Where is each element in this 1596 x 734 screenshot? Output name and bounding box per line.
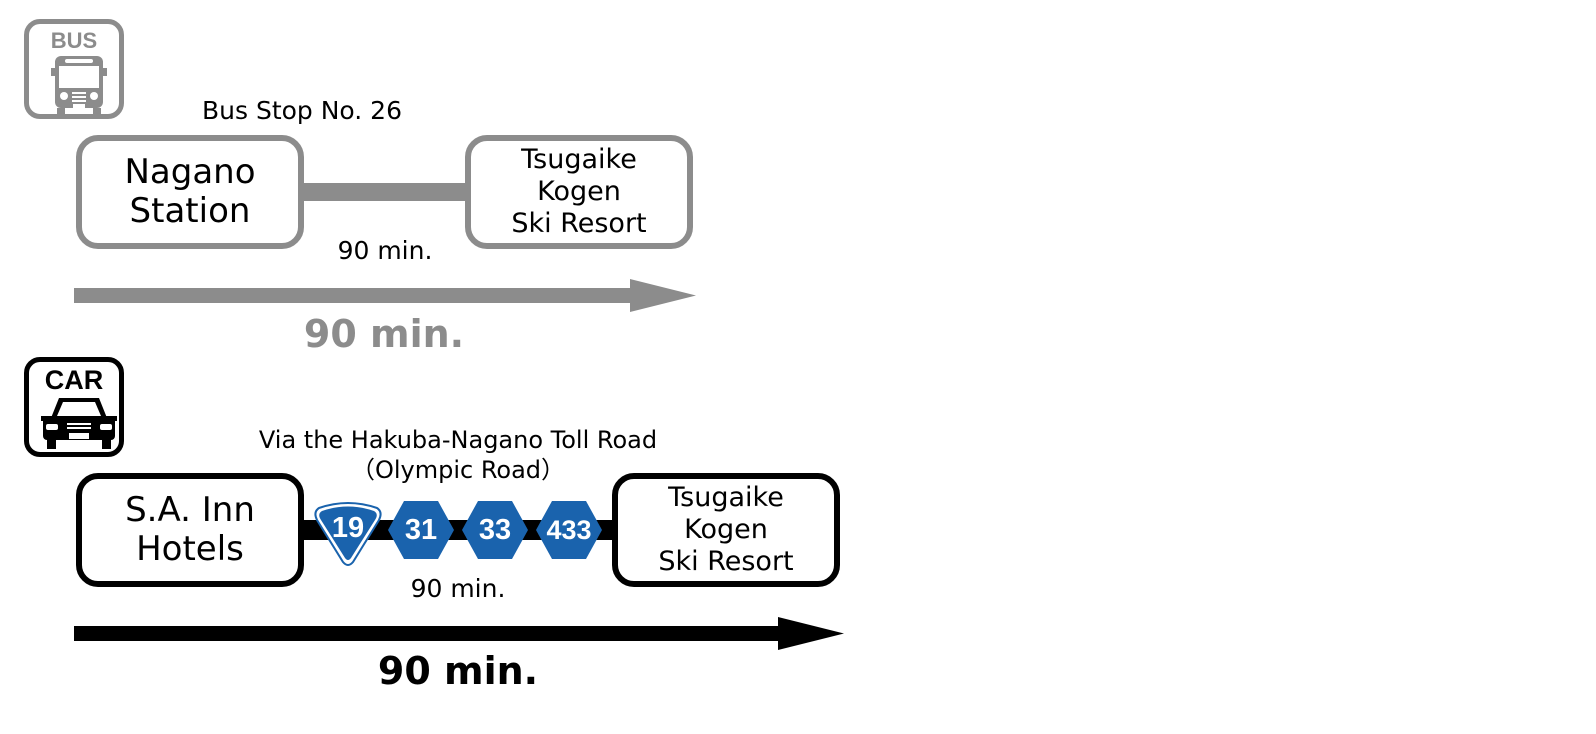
car-icon [41,398,117,449]
route-19-number: 19 [331,511,365,544]
car-badge-label: CAR [44,365,104,395]
route-433-number: 433 [546,514,592,545]
route-33-number: 33 [478,513,512,546]
car-destination-label: Tsugaike Kogen Ski Resort [658,482,794,577]
route-31-number: 31 [404,513,438,546]
car-origin-label: S.A. Inn Hotels [125,490,255,569]
bus-segment-time: 90 min. [337,236,433,265]
bus-origin-node: Nagano Station [76,135,304,249]
car-total-time: 90 min. [377,649,539,693]
bus-destination-label: Tsugaike Kogen Ski Resort [511,144,647,239]
route-19-shield: 19 [313,500,383,566]
bus-mode-badge: BUS [24,19,124,119]
bus-badge-label: BUS [50,28,98,53]
bus-destination-node: Tsugaike Kogen Ski Resort [465,135,693,249]
bus-icon [51,56,107,116]
bus-total-time: 90 min. [303,312,465,356]
bus-arrow-shaft [74,288,634,303]
bus-stop-label: Bus Stop No. 26 [201,96,402,125]
bus-arrow-head [630,279,696,312]
car-total-arrow [74,617,844,650]
car-mode-badge: CAR [24,357,124,457]
car-arrow-head [778,617,844,650]
route-433-hexagon: 433 [536,501,602,559]
car-arrow-shaft [74,626,782,641]
national-route-shield-icon [314,502,382,566]
car-destination-node: Tsugaike Kogen Ski Resort [612,473,840,587]
prefectural-route-hexagon-icon [462,501,528,559]
bus-total-arrow [74,279,696,312]
route-33-hexagon: 33 [462,501,528,559]
car-via-label: Via the Hakuba-Nagano Toll Road （Olympic… [258,426,658,484]
route-31-hexagon: 31 [388,501,454,559]
car-route-connector [300,520,618,540]
prefectural-route-hexagon-icon [536,501,602,559]
car-segment-time: 90 min. [410,574,506,603]
bus-route-connector [300,183,470,201]
bus-origin-label: Nagano Station [124,152,256,231]
car-origin-node: S.A. Inn Hotels [76,473,304,587]
prefectural-route-hexagon-icon [388,501,454,559]
